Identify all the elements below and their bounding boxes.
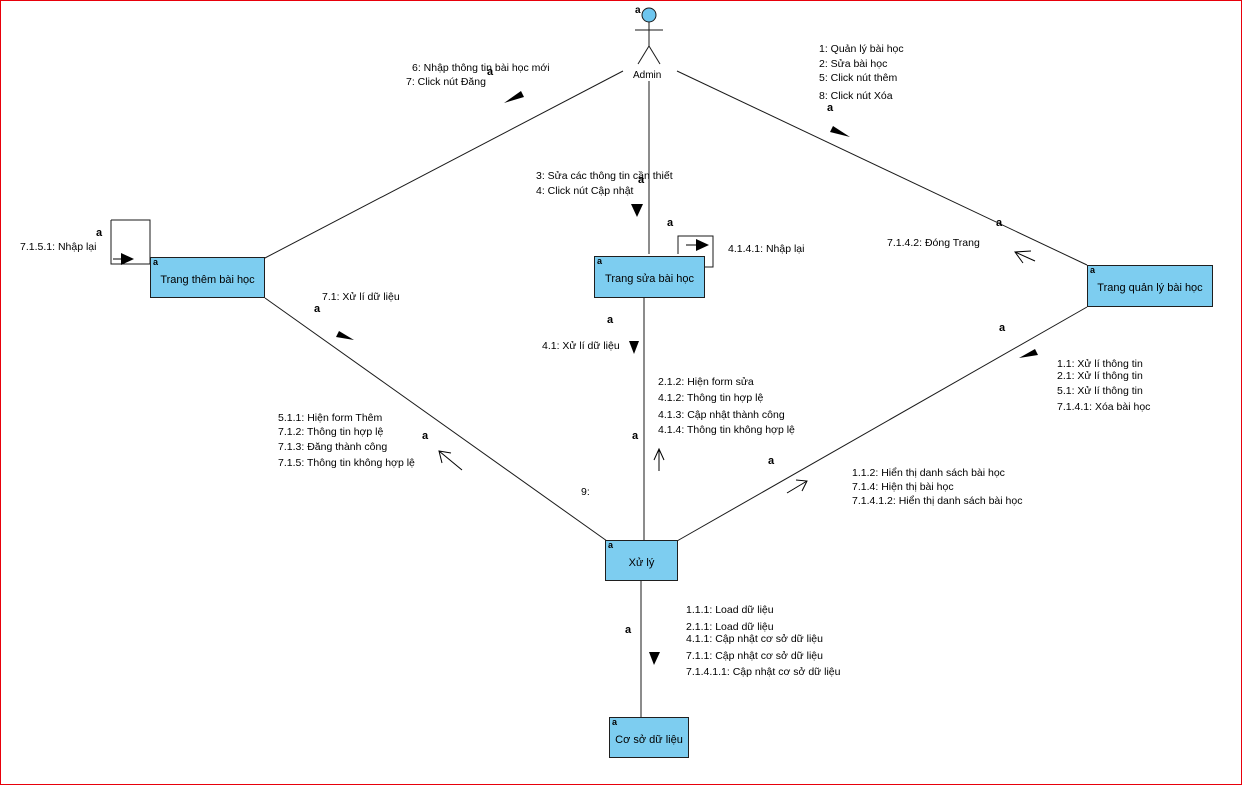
message-label: 7.1.3: Đăng thành công [278,441,388,453]
node-trang-quan-ly-bai-hoc[interactable]: a Trang quản lý bài học [1087,265,1213,307]
link-role-marker: a [999,322,1006,334]
message-label: 7.1.4.1.1: Cập nhật cơ sở dữ liệu [686,666,841,678]
node-label: Trang thêm bài học [160,273,255,286]
message-label: 5.1: Xử lí thông tin [1057,385,1143,397]
message-label: 5.1.1: Hiện form Thêm [278,412,383,424]
arrow-admin-to-quanly [830,126,850,137]
message-label: 7.1.4.1: Xóa bài học [1057,401,1151,413]
arrow-sua-to-xuly [629,341,639,354]
node-xu-ly[interactable]: a Xử lý [605,540,678,581]
node-corner-marker: a [612,717,618,727]
self-loop-sua [677,235,714,268]
arrow-sua-self [696,239,709,251]
message-label: 5: Click nút thêm [819,72,898,84]
node-trang-sua-bai-hoc[interactable]: a Trang sửa bài học [594,256,705,298]
link-role-marker: a [827,102,834,114]
link-role-marker: a [314,303,321,315]
message-label: 7.1.4: Hiện thị bài học [852,481,954,493]
message-label: 1.1.1: Load dữ liệu [686,604,774,616]
node-co-so-du-lieu[interactable]: a Cơ sở dữ liệu [609,717,689,758]
actor-name: Admin [633,70,662,81]
message-label: 8: Click nút Xóa [819,90,893,102]
link-role-marker: a [667,217,674,229]
message-label: 2.1: Xử lí thông tin [1057,370,1143,382]
link-role-marker: a [487,66,494,78]
node-label: Xử lý [628,556,655,569]
link-role-marker: a [638,174,645,186]
arrow-admin-to-sua [631,204,643,217]
message-label: 4.1.3: Cập nhật thành công [658,409,785,421]
link-role-marker: a [625,624,632,636]
arrow-quanly-to-xuly [1019,349,1038,358]
node-trang-them-bai-hoc[interactable]: a Trang thêm bài học [150,257,265,298]
node-label: Trang quản lý bài học [1097,282,1203,294]
node-corner-marker: a [608,540,614,550]
message-label: 4: Click nút Cập nhật [536,185,634,197]
message-label: 7.1.4.2: Đóng Trang [887,237,980,249]
message-label: 1.1: Xử lí thông tin [1057,358,1143,370]
node-corner-marker: a [1090,265,1096,275]
arrow-xuly-to-db [649,652,660,665]
node-label: Trang sửa bài học [605,273,694,285]
link-role-marker: a [96,227,103,239]
message-label: 6: Nhập thông tin bài học mới [412,62,550,74]
arrow-them-to-xuly [336,331,354,340]
node-corner-marker: a [597,256,603,266]
message-label: 4.1.1: Cập nhật cơ sở dữ liệu [686,633,823,645]
message-label: 7.1.5: Thông tin không hợp lệ [278,457,415,469]
arrow-admin-to-them [504,91,524,103]
message-label: 2: Sửa bài học [819,58,888,70]
message-label: 7.1.5.1: Nhập lại [20,241,97,253]
message-label: 9: [581,486,590,498]
message-label: 7.1: Xử lí dữ liệu [322,291,400,303]
link-role-marker: a [996,217,1003,229]
message-label: 4.1.4: Thông tin không hợp lệ [658,424,795,436]
link-admin-quanly [676,70,1088,266]
message-label: 3: Sửa các thông tin cần thiết [536,170,673,182]
link-admin-them [262,70,624,260]
node-corner-marker: a [153,257,159,267]
node-label: Cơ sở dữ liệu [615,733,683,746]
message-label: 1: Quản lý bài học [819,43,904,55]
link-role-marker: a [422,430,429,442]
message-label: 1.1.2: Hiển thị danh sách bài học [852,467,1005,479]
arrow-them-self [121,253,134,265]
link-them-xuly [264,297,608,542]
message-label: 4.1: Xử lí dữ liệu [542,340,620,352]
message-label: 7.1.1: Cập nhật cơ sở dữ liệu [686,650,823,662]
link-role-marker: a [768,455,775,467]
admin-actor-icon[interactable] [635,7,663,65]
message-label: 2.1.2: Hiện form sửa [658,376,754,388]
link-role-marker: a [607,314,614,326]
link-role-marker: a [632,430,639,442]
actor-role-marker: a [635,5,641,16]
message-label: 4.1.2: Thông tin hợp lệ [658,392,764,404]
message-label: 2.1.1: Load dữ liệu [686,621,774,633]
message-label: 7: Click nút Đăng [406,76,486,88]
link-quanly-xuly [676,306,1088,542]
message-label: 7.1.2: Thông tin hợp lệ [278,426,384,438]
message-label: 7.1.4.1.2: Hiển thị danh sách bài học [852,495,1023,507]
message-label: 4.1.4.1: Nhập lại [728,243,805,255]
